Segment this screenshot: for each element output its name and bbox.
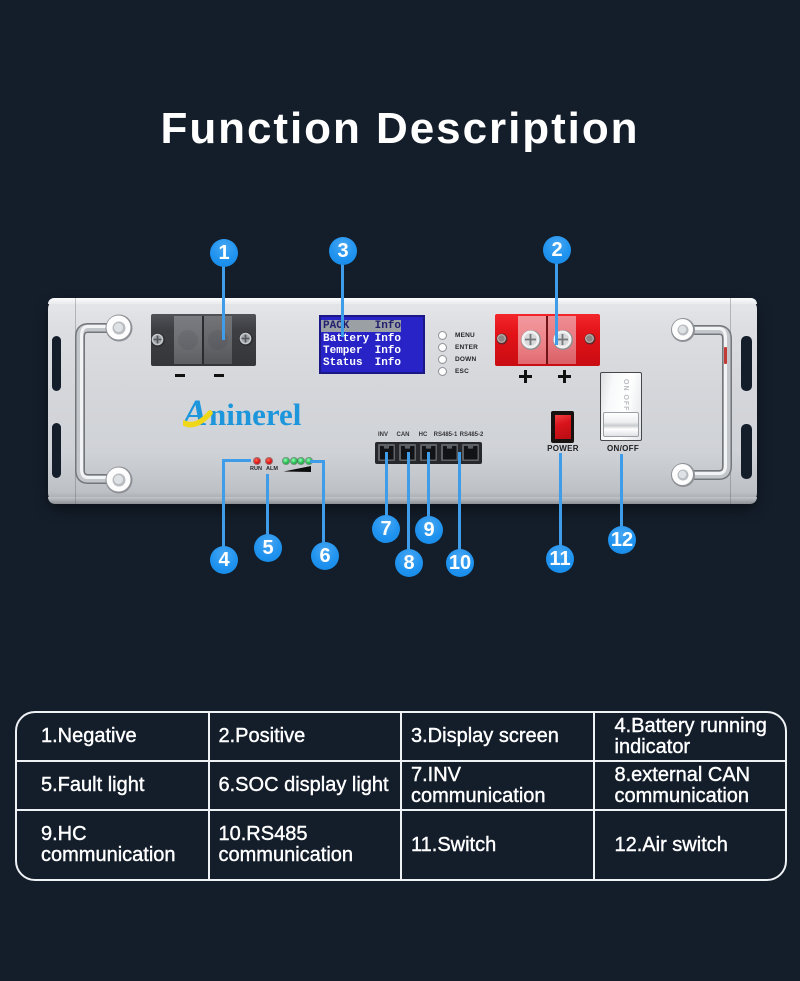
svg-text:ninerel: ninerel — [209, 397, 302, 432]
